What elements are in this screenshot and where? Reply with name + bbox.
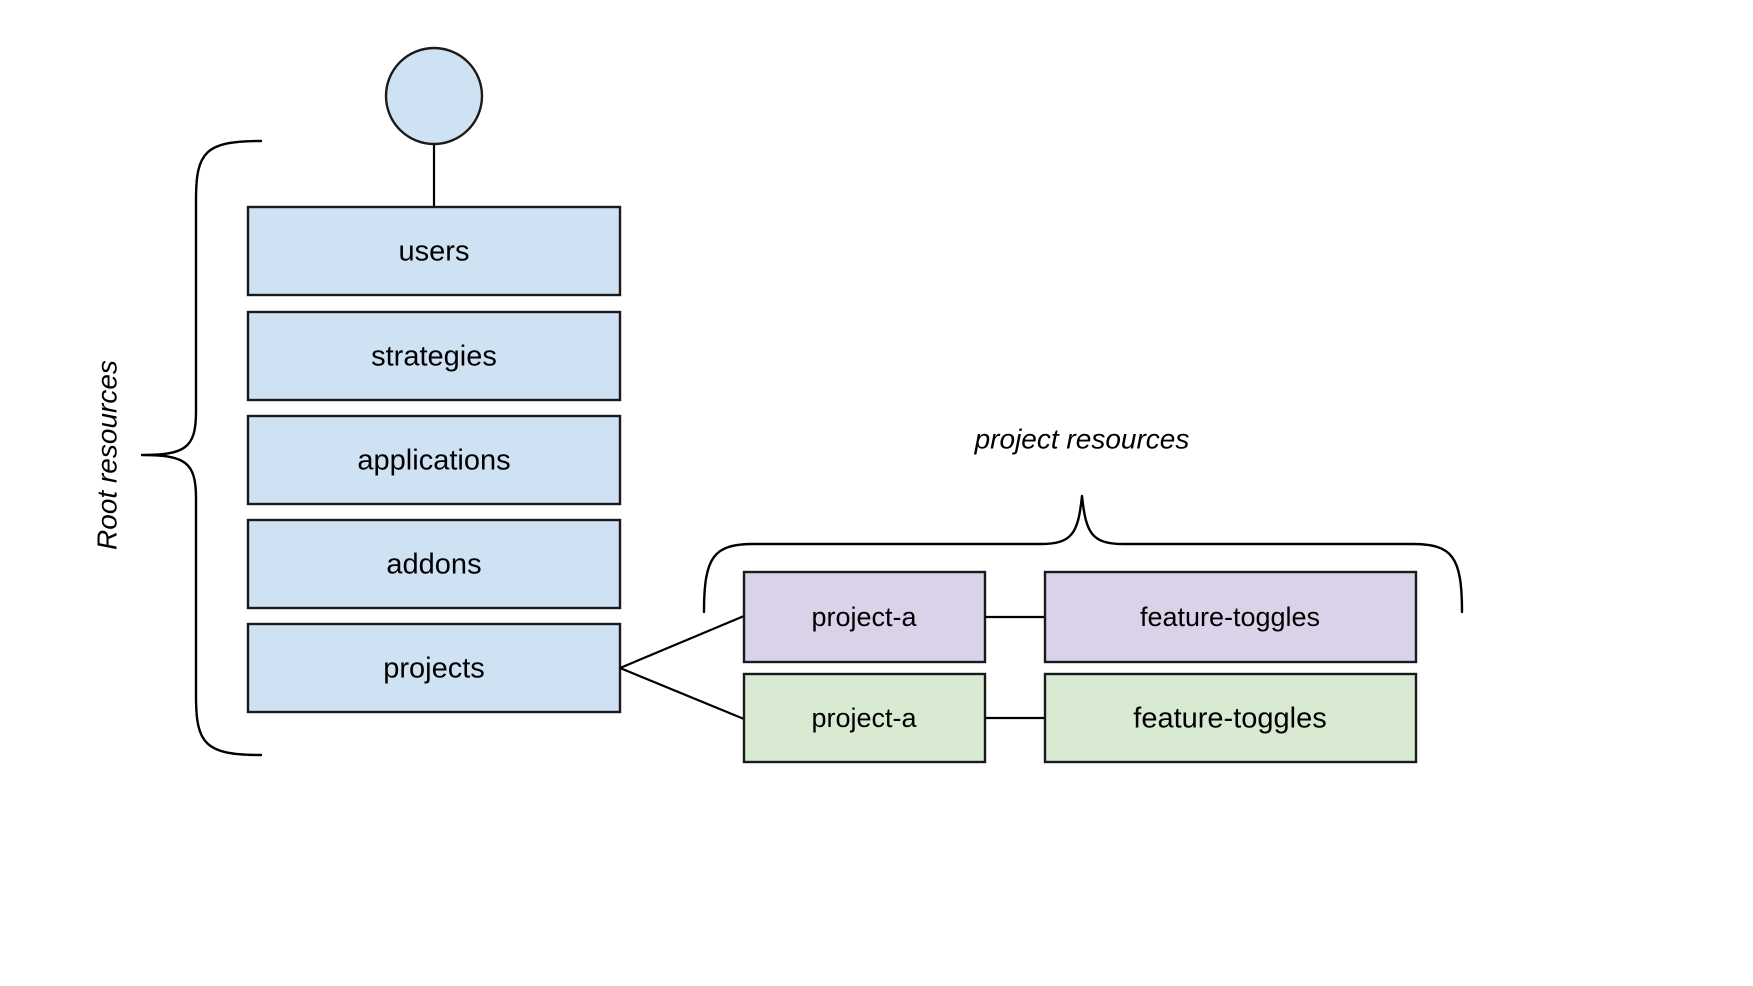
root-resources-brace [140,139,263,757]
node-addons-label: addons [386,549,481,581]
root-resources-brace-label: Root resources [91,360,122,550]
node-applications[interactable] [246,414,622,506]
node-users-label: users [399,236,470,268]
root-circle[interactable] [384,46,484,146]
node-applications-label: applications [357,445,510,477]
node-strategies-label: strategies [371,341,497,373]
project-resources-brace [702,494,1464,614]
node-strategies[interactable] [246,310,622,402]
node-users[interactable] [246,205,622,297]
project-resources-brace-label: project resources [974,423,1190,454]
node-project-a-green[interactable] [742,672,987,764]
node-feature-toggles-green[interactable] [1043,672,1418,764]
node-feature-toggles-purple[interactable] [1043,570,1418,664]
node-feature-toggles-green-label: feature-toggles [1133,703,1326,735]
node-projects-label: projects [383,653,485,685]
node-project-a-purple-label: project-a [811,602,917,632]
node-addons[interactable] [246,518,622,610]
node-project-a-purple[interactable] [742,570,987,664]
node-project-a-green-label: project-a [811,703,917,733]
edge-projects-to-row-purple [619,614,745,670]
node-feature-toggles-purple-label: feature-toggles [1140,602,1320,632]
edge-projects-to-row-green [619,666,745,721]
